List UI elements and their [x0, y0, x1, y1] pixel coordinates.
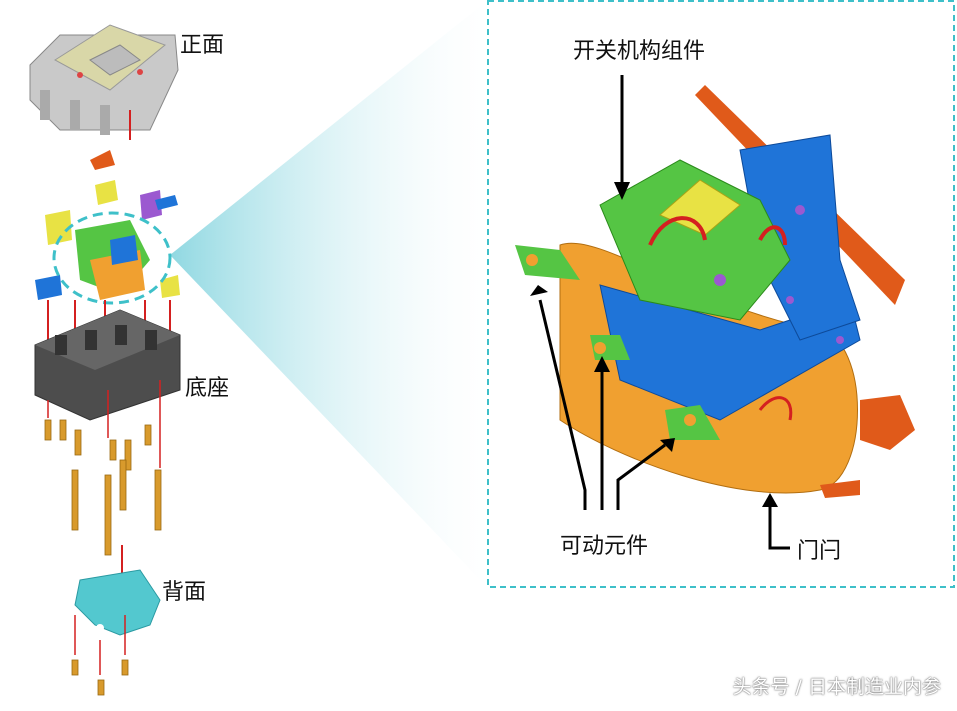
label-back: 背面 — [162, 580, 207, 605]
zoom-beam — [170, 0, 488, 588]
callout-arrows — [538, 75, 790, 550]
highlight-circle — [52, 211, 172, 305]
mechanism-small — [35, 150, 180, 300]
label-switch-mechanism: 开关机构组件 — [573, 39, 706, 64]
label-latch: 门闩 — [797, 539, 842, 564]
label-movable-parts: 可动元件 — [560, 534, 649, 559]
label-front: 正面 — [180, 33, 225, 58]
label-base: 底座 — [185, 376, 230, 401]
zoomed-mechanism — [515, 85, 915, 498]
front-cover — [29, 24, 179, 135]
screws — [44, 419, 162, 556]
base — [34, 309, 181, 421]
back-plate — [74, 569, 161, 636]
watermark: 头条号 / 日本制造业内参 — [732, 676, 941, 698]
